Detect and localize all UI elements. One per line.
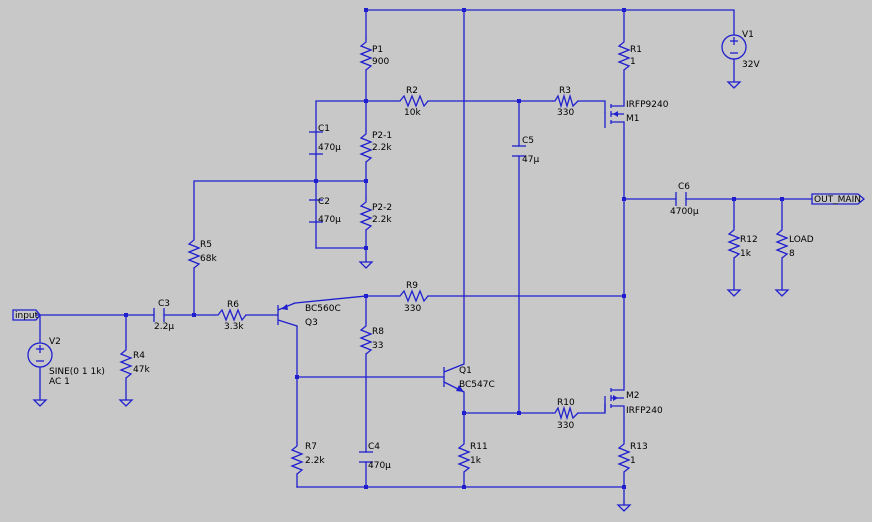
label-q3-name: Q3 <box>305 318 318 328</box>
label-c3-value: 2.2µ <box>154 322 174 332</box>
label-r4-name: R4 <box>133 351 145 361</box>
label-m1-name: M1 <box>626 114 640 124</box>
label-c6-value: 4700µ <box>670 207 699 217</box>
capacitor-c3 <box>153 308 165 322</box>
label-v2-name: V2 <box>49 337 61 347</box>
label-p1-value: 900 <box>372 57 389 67</box>
component-labels: P1 900 R1 1 V1 32V R2 10k R3 330 IRFP924… <box>49 30 814 471</box>
resistor-r2 <box>396 94 429 108</box>
resistor-r12 <box>727 226 741 259</box>
resistor-p2-1 <box>359 130 373 163</box>
resistor-r6 <box>214 308 247 322</box>
net-label-out-main: OUT_MAIN <box>811 193 866 205</box>
label-v1-name: V1 <box>742 30 754 40</box>
label-r10-value: 330 <box>557 421 574 431</box>
label-c5-name: C5 <box>522 136 534 146</box>
capacitor-c1 <box>309 131 323 155</box>
mosfet-m1 <box>604 94 625 132</box>
label-p2-2-value: 2.2k <box>372 215 392 225</box>
resistor-r3 <box>552 93 579 109</box>
label-r3-value: 330 <box>557 108 574 118</box>
resistor-p1 <box>359 38 373 71</box>
resistor-r4 <box>119 346 133 379</box>
label-r7-value: 2.2k <box>305 456 325 466</box>
label-q1-value: BC547C <box>459 380 495 390</box>
resistor-load <box>775 226 789 259</box>
label-c1-name: C1 <box>318 124 330 134</box>
resistor-r10 <box>552 405 579 421</box>
label-c2-value: 470µ <box>318 215 341 225</box>
resistor-r11 <box>457 440 471 473</box>
label-c6-name: C6 <box>678 182 690 192</box>
label-r1-value: 1 <box>630 57 636 67</box>
resistor-r5 <box>187 236 201 269</box>
label-v2-value2: AC 1 <box>49 377 70 387</box>
resistor-r8 <box>359 322 373 355</box>
label-r9-name: R9 <box>406 281 418 291</box>
capacitor-c5 <box>512 145 526 157</box>
label-r8-name: R8 <box>372 327 384 337</box>
label-c2-name: C2 <box>318 197 330 207</box>
label-r6-value: 3.3k <box>224 322 244 332</box>
label-r6-name: R6 <box>227 300 239 310</box>
label-m2-value: IRFP240 <box>626 406 663 416</box>
label-m1-value: IRFP9240 <box>626 100 669 110</box>
voltage-source-v2 <box>27 342 53 368</box>
label-p2-2-name: P2-2 <box>372 203 392 213</box>
label-r2-name: R2 <box>406 86 418 96</box>
label-c1-value: 470µ <box>318 143 341 153</box>
label-r4-value: 47k <box>133 365 150 375</box>
bjt-q1 <box>443 363 465 393</box>
label-r11-value: 1k <box>470 456 482 466</box>
resistor-r1 <box>617 38 631 71</box>
resistor-r9 <box>396 289 429 303</box>
ground-symbols <box>32 81 790 512</box>
net-label-input-text: input <box>15 311 39 321</box>
label-r5-name: R5 <box>200 240 212 250</box>
label-v1-value: 32V <box>742 60 760 70</box>
label-r13-name: R13 <box>630 442 648 452</box>
label-load-value: 8 <box>789 249 795 259</box>
label-r9-value: 330 <box>404 304 421 314</box>
capacitor-c6 <box>675 192 687 206</box>
label-load-name: LOAD <box>789 235 814 245</box>
label-p2-1-value: 2.2k <box>372 143 392 153</box>
wires <box>35 9 813 503</box>
label-r11-name: R11 <box>470 442 488 452</box>
mosfet-m2 <box>604 381 625 420</box>
label-m2-name: M2 <box>626 391 640 401</box>
label-q1-name: Q1 <box>459 366 472 376</box>
label-r7-name: R7 <box>305 442 317 452</box>
label-p2-1-name: P2-1 <box>372 131 392 141</box>
label-c4-value: 470µ <box>368 461 391 471</box>
net-label-out-main-text: OUT_MAIN <box>814 195 861 205</box>
label-r12-value: 1k <box>740 249 752 259</box>
resistor-r13 <box>617 440 631 473</box>
bjt-q3 <box>277 302 298 327</box>
capacitor-c4 <box>359 451 373 463</box>
label-r5-value: 68k <box>200 254 217 264</box>
label-c3-name: C3 <box>158 299 170 309</box>
label-r8-value: 33 <box>372 341 383 351</box>
label-c4-name: C4 <box>368 442 380 452</box>
label-r2-value: 10k <box>404 108 421 118</box>
label-r10-name: R10 <box>557 398 575 408</box>
label-p1-name: P1 <box>372 45 383 55</box>
net-label-input: input <box>12 309 41 321</box>
resistor-p2-2 <box>359 198 373 231</box>
resistor-r7 <box>290 442 304 475</box>
junctions <box>124 8 784 489</box>
label-r3-name: R3 <box>559 86 571 96</box>
label-q3-value: BC560C <box>305 304 341 314</box>
voltage-source-v1 <box>721 34 747 83</box>
label-v2-value: SINE(0 1 1k) <box>49 367 105 377</box>
label-r13-value: 1 <box>630 456 636 466</box>
label-c5-value: 47µ <box>522 155 539 165</box>
label-r12-name: R12 <box>740 235 758 245</box>
capacitor-c2 <box>309 199 323 223</box>
label-r1-name: R1 <box>630 45 642 55</box>
